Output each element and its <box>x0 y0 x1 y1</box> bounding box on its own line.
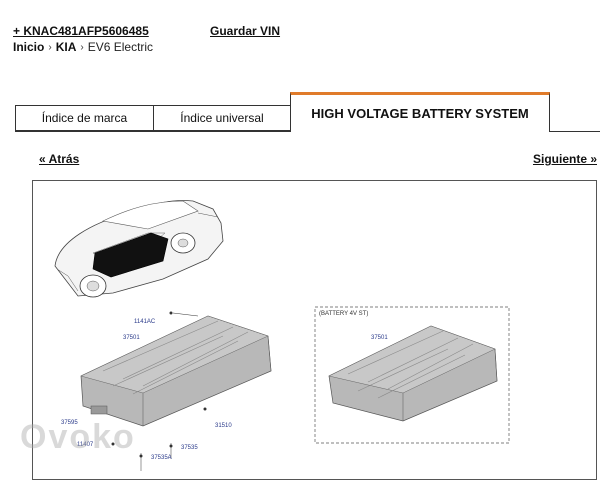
callout-37535a: 37535A <box>151 455 172 461</box>
chevron-right-icon: › <box>48 41 52 53</box>
callout-37595: 37595 <box>61 420 78 426</box>
tab-brand-index[interactable]: Índice de marca <box>15 105 154 131</box>
save-vin-link[interactable]: Guardar VIN <box>210 24 281 38</box>
tab-universal-index[interactable]: Índice universal <box>153 105 291 131</box>
breadcrumb-home[interactable]: Inicio <box>13 40 45 54</box>
breadcrumb: Inicio › KIA › EV6 Electric <box>13 40 153 54</box>
callout-11407: 11407 <box>77 442 94 448</box>
battery-highlight <box>92 232 169 278</box>
next-link[interactable]: Siguiente » <box>532 152 597 166</box>
active-tab-gap <box>291 130 549 133</box>
prev-link[interactable]: « Atrás <box>39 152 80 166</box>
tab-bar-edge <box>549 118 600 131</box>
callout-37501-variant: 37501 <box>371 335 388 341</box>
callout-37501: 37501 <box>123 335 140 341</box>
breadcrumb-brand[interactable]: KIA <box>55 40 77 54</box>
variant-label: (BATTERY 4V ST) <box>319 311 368 317</box>
parts-diagram: 1141AC 37501 37595 31510 11407 37535 375… <box>32 180 597 480</box>
callout-37535: 37535 <box>181 445 198 451</box>
callout-1141ac: 1141AC <box>134 319 156 325</box>
vin-row: + KNAC481AFP5606485 Guardar VIN <box>13 24 593 40</box>
chevron-right-icon: › <box>80 41 84 53</box>
tab-high-voltage-battery-system[interactable]: HIGH VOLTAGE BATTERY SYSTEM <box>290 92 550 132</box>
battery-pack-main <box>80 311 272 471</box>
callout-31510: 31510 <box>215 423 232 429</box>
vin-link[interactable]: + KNAC481AFP5606485 <box>13 24 149 38</box>
parts-diagram-drawing: 1141AC 37501 37595 31510 11407 37535 375… <box>54 200 510 471</box>
breadcrumb-model: EV6 Electric <box>87 40 154 54</box>
vehicle-illustration <box>54 200 224 298</box>
tab-bar: Índice de marca Índice universal HIGH VO… <box>15 92 600 133</box>
battery-variant-box: (BATTERY 4V ST) 37501 <box>314 306 510 444</box>
